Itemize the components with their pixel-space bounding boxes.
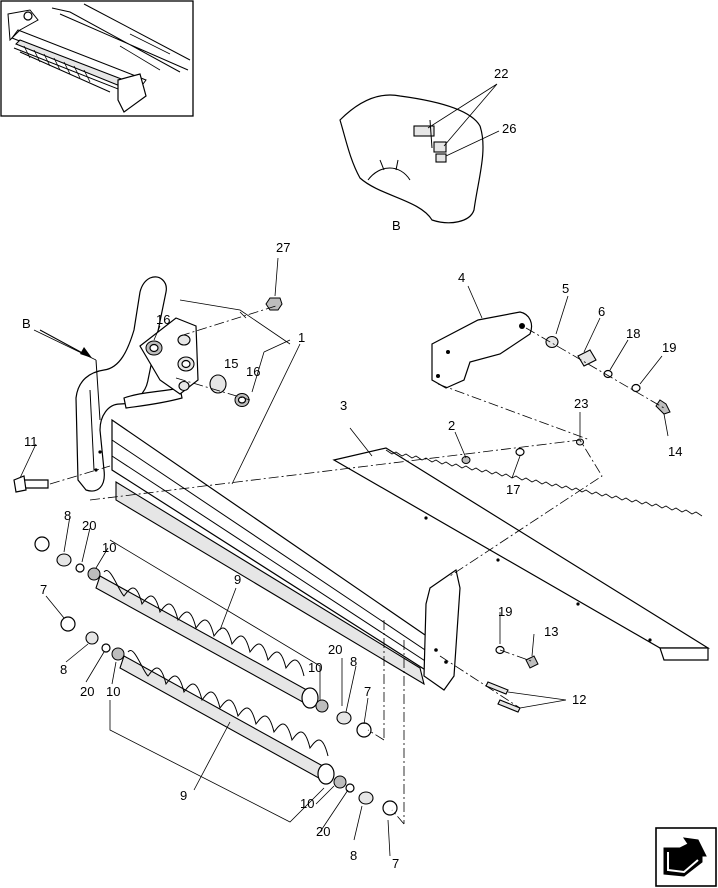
- main-assembly: 1 2 3 4 5 6 7 7 7 8 8 8 8 9 9 10 10 10 1…: [13, 240, 711, 871]
- washer-17: [515, 447, 525, 457]
- callout-15: 15: [224, 356, 238, 371]
- callout-8-middle: 8: [60, 662, 67, 677]
- callout-19-upper: 19: [662, 340, 676, 355]
- leader-lines: [19, 257, 669, 857]
- spacer-6: [577, 349, 597, 367]
- bolt-11: [13, 475, 49, 493]
- pointer-arrow-b: [39, 329, 89, 357]
- callout-6: 6: [598, 304, 605, 319]
- auger-9-lower: [119, 649, 335, 785]
- callout-20-right-upper: 20: [328, 642, 342, 657]
- bolt-12-upper: [485, 681, 509, 695]
- bearing-8-right-lower: [358, 791, 374, 805]
- washer-19-upper: [631, 383, 641, 393]
- nut-27: [265, 297, 283, 311]
- assembly-line-verticals: [367, 620, 405, 825]
- pointer-label-b: B: [22, 316, 31, 331]
- washer-7-upper: [34, 536, 50, 552]
- callout-14: 14: [668, 444, 682, 459]
- bearing-10-upper: [87, 567, 101, 581]
- callout-10-upper: 10: [102, 540, 116, 555]
- washer-20-upper: [75, 563, 85, 573]
- overview-thumbnail: [0, 0, 194, 117]
- callout-9-upper: 9: [234, 572, 241, 587]
- callout-10-right-lower: 10: [300, 796, 314, 811]
- callout-8-right-upper: 8: [350, 654, 357, 669]
- callout-26: 26: [502, 121, 516, 136]
- bearing-10-middle: [111, 647, 125, 661]
- bearing-8-middle: [85, 631, 99, 645]
- callout-8-right-lower: 8: [350, 848, 357, 863]
- callout-8-upper: 8: [64, 508, 71, 523]
- washer-20-middle: [101, 643, 111, 653]
- bolt-12-lower: [497, 699, 521, 713]
- callout-10-right-upper: 10: [308, 660, 322, 675]
- bearing-8-right-upper: [336, 711, 352, 725]
- next-page-arrow-icon[interactable]: [655, 827, 717, 887]
- callout-18: 18: [626, 326, 640, 341]
- washer-7-right-lower: [382, 800, 398, 816]
- callout-16-upper: 16: [156, 312, 170, 327]
- assembly-line-11: [49, 465, 111, 485]
- left-side-plate: [75, 276, 167, 492]
- mounting-bracket-4: [431, 311, 533, 389]
- callout-16-lower: 16: [246, 364, 260, 379]
- bearing-10-right-lower: [333, 775, 347, 789]
- detail-b-outline: [339, 94, 484, 224]
- assembly-line-right: [439, 649, 535, 709]
- callout-9-lower: 9: [180, 788, 187, 803]
- callout-17: 17: [506, 482, 520, 497]
- callout-27: 27: [276, 240, 290, 255]
- callout-2: 2: [448, 418, 455, 433]
- callout-10-middle: 10: [106, 684, 120, 699]
- right-end-plate: [423, 568, 461, 691]
- frame-lower-lip: [115, 481, 425, 686]
- bearing-10-right-upper: [315, 699, 329, 713]
- bushing-5: [545, 335, 559, 349]
- washer-18: [603, 369, 613, 379]
- callout-13: 13: [544, 624, 558, 639]
- assembly-line-hardware: [437, 327, 665, 441]
- callout-4: 4: [458, 270, 465, 285]
- callout-23: 23: [574, 396, 588, 411]
- callout-22: 22: [494, 66, 508, 81]
- detail-b: B 22 26: [339, 66, 516, 233]
- callout-12: 12: [572, 692, 586, 707]
- callout-20-middle: 20: [80, 684, 94, 699]
- callout-3: 3: [340, 398, 347, 413]
- callout-7-right-lower: 7: [392, 856, 399, 871]
- callout-5: 5: [562, 281, 569, 296]
- thumbnail-drawing: [7, 3, 191, 113]
- bolt-13: [525, 655, 539, 669]
- assembly-line-bracket: [175, 305, 277, 401]
- callout-20-upper: 20: [82, 518, 96, 533]
- washer-7-middle: [60, 616, 76, 632]
- callout-20-right-lower: 20: [316, 824, 330, 839]
- assembly-line-knife: [89, 439, 603, 577]
- nut-2: [461, 456, 471, 464]
- callout-7-upper: 7: [40, 582, 47, 597]
- callout-11: 11: [24, 434, 38, 449]
- callout-7-right-upper: 7: [364, 684, 371, 699]
- washer-7-right-upper: [356, 722, 372, 738]
- auger-9-upper: [95, 569, 319, 709]
- callout-1: 1: [298, 330, 305, 345]
- spacer-15: [209, 374, 227, 394]
- callout-19-lower: 19: [498, 604, 512, 619]
- detail-b-label: B: [392, 218, 401, 233]
- bearing-8-upper: [56, 553, 72, 567]
